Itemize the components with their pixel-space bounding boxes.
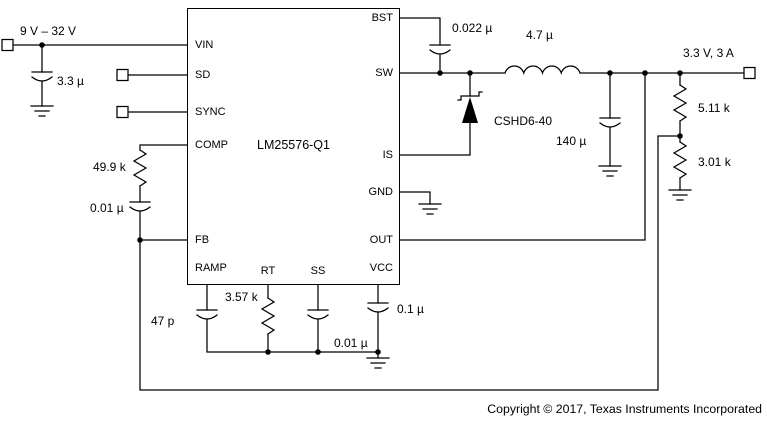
ramp-cap-symbol [196, 309, 218, 320]
label-fb-bottom-resistor: 3.01 k [698, 155, 731, 169]
label-comp-cap: 0.01 µ [90, 201, 124, 215]
ic-part-number: LM25576-Q1 [257, 138, 330, 152]
junction-dot [39, 42, 45, 48]
junction-dot [677, 70, 683, 76]
label-comp-resistor: 49.9 k [93, 160, 126, 174]
junction-dot [375, 349, 381, 355]
label-inductor: 4.7 µ [526, 28, 553, 42]
ic-pin-sw: SW [375, 67, 393, 79]
ic-body [187, 8, 400, 285]
input-terminal [1, 38, 14, 52]
sync-terminal [116, 105, 129, 119]
ground-symbol [366, 357, 390, 369]
ic-pin-out: OUT [369, 234, 393, 246]
ground-symbol [30, 105, 54, 117]
ic-pin-sd: SD [195, 69, 211, 81]
fb-top-resistor-symbol [672, 84, 688, 122]
rt-resistor-symbol [260, 297, 276, 335]
label-vcc-cap: 0.1 µ [397, 302, 424, 316]
diode-cathode-bar [457, 91, 483, 101]
ic-pin-comp: COMP [195, 139, 228, 151]
wire-feedback [139, 135, 681, 391]
ground-symbol [598, 165, 622, 177]
label-ss-cap: 0.01 µ [334, 336, 368, 350]
output-cap-symbol [599, 117, 621, 128]
label-diode: CSHD6-40 [494, 114, 553, 128]
ic-pin-is: IS [382, 149, 393, 161]
ground-symbol [418, 203, 442, 215]
wire-sw [399, 72, 506, 97]
label-ramp-cap: 47 p [151, 314, 175, 328]
ic-pin-vcc: VCC [369, 262, 393, 274]
fb-bottom-resistor-symbol [672, 141, 688, 179]
input-cap-symbol [31, 71, 53, 82]
junction-dot [467, 70, 473, 76]
ic-pin-vin: VIN [195, 39, 214, 51]
ic-pin-gnd: GND [368, 186, 393, 198]
ss-cap-symbol [307, 309, 329, 320]
comp-resistor-symbol [132, 149, 148, 187]
label-fb-top-resistor: 5.11 k [698, 101, 730, 115]
wire-comp-network [139, 144, 188, 241]
junction-dot [265, 349, 271, 355]
ground-symbol [668, 189, 692, 201]
ic-pin-ramp: RAMP [195, 262, 227, 274]
bst-cap-symbol [429, 44, 451, 55]
copyright-text: Copyright © 2017, Texas Instruments Inco… [487, 402, 762, 416]
diode-symbol [462, 97, 478, 123]
wire-bottom-network [206, 284, 379, 359]
inductor-symbol [504, 65, 581, 76]
junction-dot [677, 133, 683, 139]
label-output-cap: 140 µ [556, 134, 587, 148]
ic-pin-ss: SS [310, 265, 326, 277]
junction-dot [315, 349, 321, 355]
label-input-voltage: 9 V – 32 V [20, 24, 77, 38]
label-rt-resistor: 3.57 k [225, 290, 258, 304]
wire-bst [399, 17, 441, 74]
label-bst-cap: 0.022 µ [452, 21, 493, 35]
junction-dot [437, 70, 443, 76]
sd-terminal [116, 68, 129, 82]
junction-dot [607, 70, 613, 76]
ic-pin-rt: RT [260, 265, 276, 277]
ic-pin-sync: SYNC [195, 106, 226, 118]
junction-dot [137, 237, 143, 243]
ic-pin-bst: BST [371, 12, 393, 24]
wire-is [399, 122, 471, 156]
label-output-rating: 3.3 V, 3 A [683, 46, 734, 60]
comp-cap-symbol [129, 201, 151, 212]
output-terminal [743, 66, 756, 80]
wire-gnd-pin [399, 191, 431, 205]
vcc-cap-symbol [367, 302, 389, 313]
wire-vout [399, 72, 745, 241]
label-input-cap: 3.3 µ [57, 74, 84, 88]
junction-dot [642, 70, 648, 76]
ic-pin-fb: FB [195, 234, 210, 246]
